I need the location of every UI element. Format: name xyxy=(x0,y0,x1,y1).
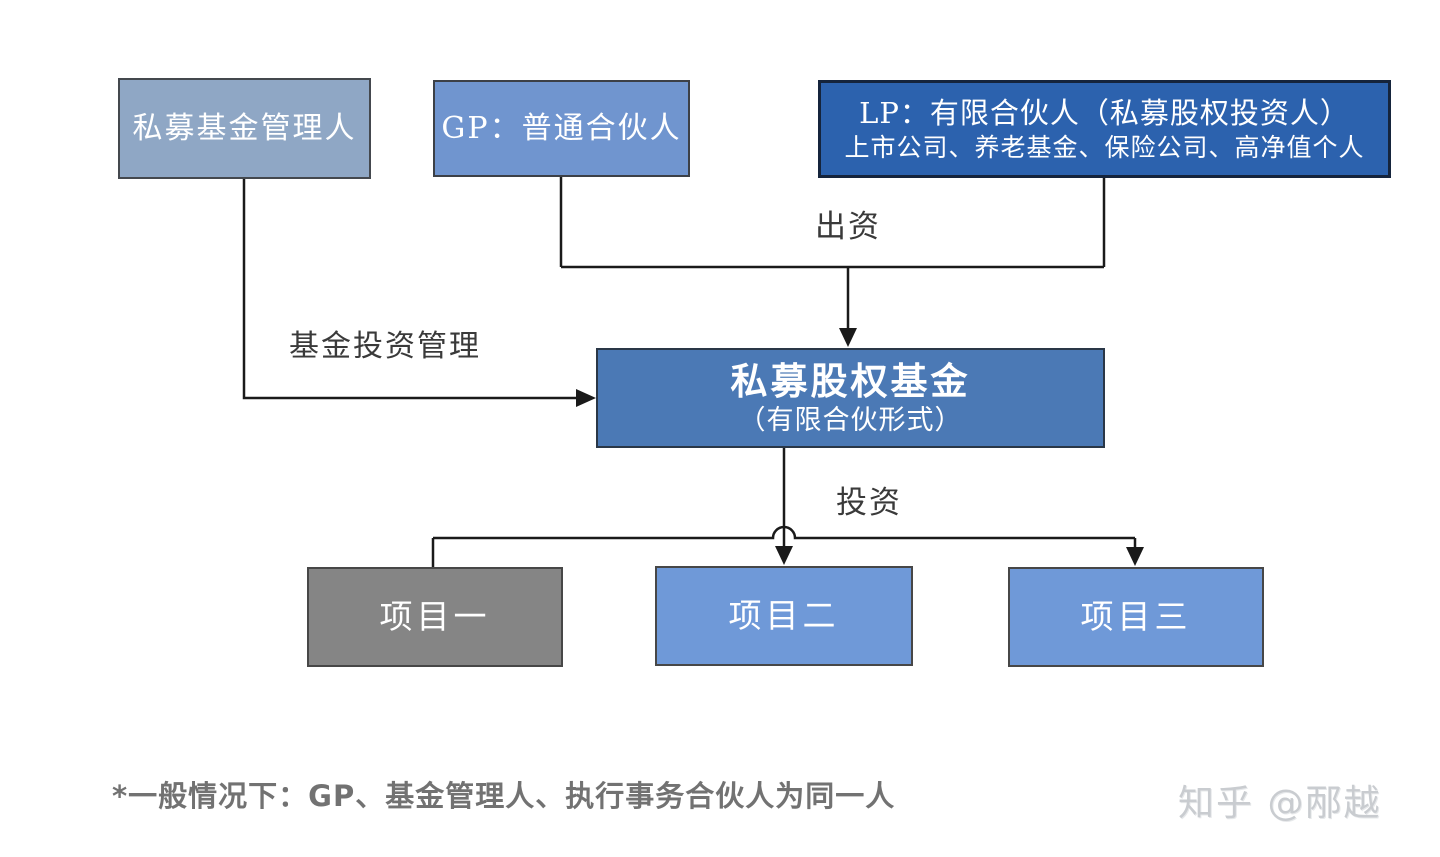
node-fund-manager-label: 私募基金管理人 xyxy=(132,110,357,146)
edge-label-investment: 投资 xyxy=(836,485,902,521)
node-project-1-label: 项目一 xyxy=(379,597,491,637)
node-project-3: 项目三 xyxy=(1008,567,1264,667)
node-gp: GP：普通合伙人 xyxy=(433,80,690,177)
edge-label-fund-management: 基金投资管理 xyxy=(289,329,481,364)
node-pe-fund-title: 私募股权基金 xyxy=(730,359,971,403)
node-project-3-label: 项目三 xyxy=(1080,597,1192,637)
edge-label-contribution: 出资 xyxy=(815,209,881,245)
node-fund-manager: 私募基金管理人 xyxy=(118,78,371,179)
node-gp-label: GP：普通合伙人 xyxy=(441,110,682,146)
node-lp: LP：有限合伙人（私募股权投资人） 上市公司、养老基金、保险公司、高净值个人 xyxy=(818,80,1391,178)
node-lp-title: LP：有限合伙人（私募股权投资人） xyxy=(859,96,1350,131)
node-pe-fund-subtitle: （有限合伙形式） xyxy=(738,405,963,437)
node-project-1: 项目一 xyxy=(307,567,563,667)
node-pe-fund: 私募股权基金 （有限合伙形式） xyxy=(596,348,1105,448)
arrowhead-into-fund-left xyxy=(576,389,596,407)
arrowhead-into-fund-top xyxy=(839,328,857,347)
watermark: 知乎 @邴越 xyxy=(1178,783,1382,824)
footnote: *一般情况下：GP、基金管理人、执行事务合伙人为同一人 xyxy=(112,779,896,813)
edge-manager-to-fund xyxy=(242,179,578,400)
edge-investment-horizontal xyxy=(433,525,1135,540)
node-project-2: 项目二 xyxy=(655,566,913,666)
arrowhead-into-project2 xyxy=(775,546,793,565)
node-project-2-label: 项目二 xyxy=(728,596,840,636)
node-lp-subtitle: 上市公司、养老基金、保险公司、高净值个人 xyxy=(844,132,1365,162)
arrowhead-into-project3 xyxy=(1126,547,1144,566)
